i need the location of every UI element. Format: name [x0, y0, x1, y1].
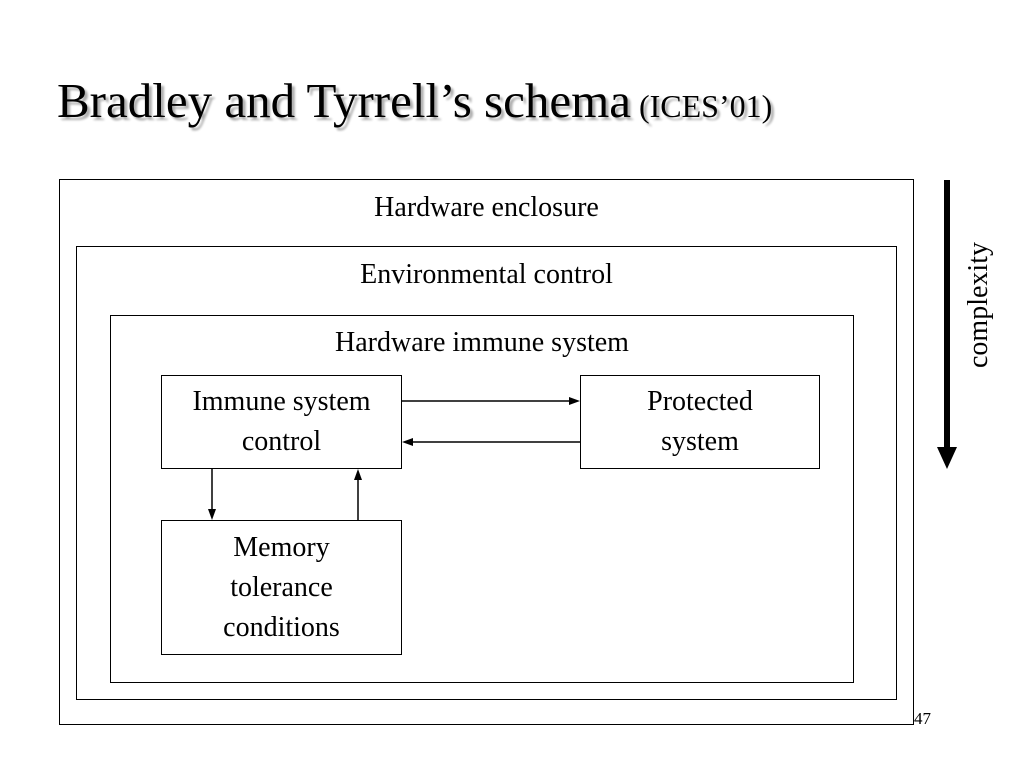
- protected-system-line-2: system: [661, 426, 739, 457]
- environmental-control-label: Environmental control: [360, 259, 613, 290]
- protected-system-box: Protected system: [580, 375, 820, 469]
- complexity-label: complexity: [963, 242, 994, 368]
- immune-control-line-1: Immune system: [192, 386, 371, 417]
- memory-line-3: conditions: [223, 611, 340, 643]
- hardware-enclosure-label: Hardware enclosure: [374, 192, 599, 223]
- arrow-protected-to-control: [402, 438, 580, 446]
- protected-system-text: Protected system: [647, 382, 753, 462]
- memory-line-2: tolerance: [230, 571, 333, 603]
- immune-control-line-2: control: [241, 426, 322, 457]
- page-number: 47: [914, 709, 931, 728]
- memory-tolerance-box: Memory tolerance conditions: [161, 520, 402, 655]
- protected-system-line-1: Protected: [647, 386, 753, 417]
- arrow-control-to-memory: [208, 469, 216, 520]
- arrow-control-to-protected: [402, 397, 580, 405]
- immune-system-control-text: Immune system control: [192, 382, 370, 462]
- immune-system-control-box: Immune system control: [161, 375, 402, 469]
- slide-title: Bradley and Tyrrell’s schema(ICES’01): [57, 70, 772, 137]
- arrow-memory-to-control: [354, 469, 362, 520]
- complexity-arrow: [937, 180, 957, 469]
- memory-line-1: Memory: [233, 531, 330, 563]
- title-main: Bradley and Tyrrell’s schema: [57, 73, 631, 128]
- hardware-immune-system-label: Hardware immune system: [335, 327, 629, 358]
- memory-tolerance-text: Memory tolerance conditions: [223, 528, 340, 648]
- title-reference: (ICES’01): [638, 88, 773, 124]
